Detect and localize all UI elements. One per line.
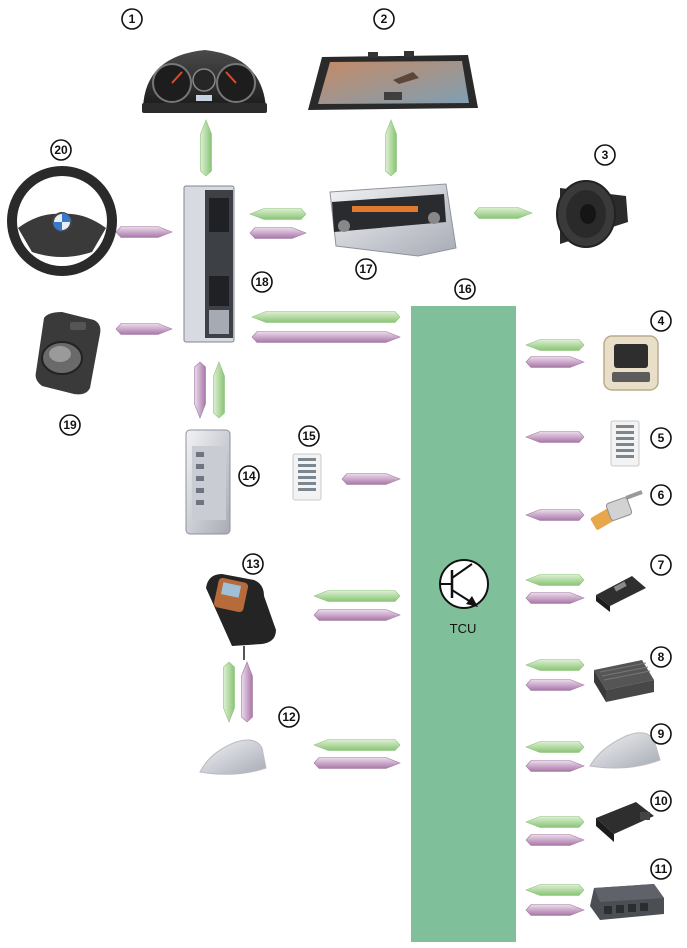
arrow-head-unit-to-radio (249, 227, 307, 239)
arrow-9-to-tcu (525, 741, 585, 753)
arrow-head-unit-to-tcu (251, 331, 401, 343)
component-number: 19 (63, 418, 77, 432)
component-number: 15 (302, 429, 316, 443)
component-number: 18 (255, 275, 269, 289)
arrow-tcu-to-7 (525, 592, 585, 604)
component-number: 2 (381, 12, 388, 26)
transistor-icon (439, 559, 489, 609)
component-badge-5: 5 (650, 427, 672, 449)
roof-microphone-icon (603, 335, 659, 391)
component-number: 14 (242, 469, 256, 483)
component-number: 7 (658, 558, 665, 572)
arrow-strip-to-tcu (341, 473, 401, 485)
component-badge-16: 16 (454, 278, 476, 300)
component-badge-14: 14 (238, 465, 260, 487)
control-unit-icon (594, 660, 654, 702)
component-badge-8: 8 (650, 646, 672, 668)
component-badge-11: 11 (650, 858, 672, 880)
arrow-tcu-to-11 (525, 904, 585, 916)
arrow-tcu-to-8 (525, 679, 585, 691)
arrow-11-to-tcu (525, 884, 585, 896)
component-badge-18: 18 (251, 271, 273, 293)
arrow-10-to-tcu (525, 816, 585, 828)
component-badge-9: 9 (650, 723, 672, 745)
arrow-steering-wheel-to-head-unit (115, 226, 173, 238)
loudspeaker-icon (556, 180, 628, 248)
signal-arrows (115, 119, 585, 916)
component-badge-15: 15 (298, 425, 320, 447)
body-module-icon (590, 884, 664, 920)
component-badge-17: 17 (355, 258, 377, 280)
component-number: 12 (282, 710, 296, 724)
arrow-8-to-tcu (525, 659, 585, 671)
shark-fin-antenna-icon (199, 739, 267, 775)
arrow-5-to-tcu (525, 431, 585, 443)
arrow-cradle-to-tcu (313, 609, 401, 621)
component-number: 11 (655, 862, 668, 876)
arrow-tcu-to-4 (525, 356, 585, 368)
control-panel-strip-icon (292, 453, 322, 501)
arrow-tcu-to-9 (525, 760, 585, 772)
component-badge-19: 19 (59, 414, 81, 436)
arrow-tcu-to-10 (525, 834, 585, 846)
arrow-tcu-to-cradle (313, 590, 401, 602)
component-badge-6: 6 (650, 484, 672, 506)
component-badge-12: 12 (278, 706, 300, 728)
component-badge-13: 13 (242, 553, 264, 575)
component-number: 4 (658, 314, 665, 328)
steering-wheel-icon (7, 166, 117, 276)
arrow-tcu-to-antenna (313, 739, 401, 751)
component-number: 10 (654, 794, 668, 808)
component-badge-4: 4 (650, 310, 672, 332)
component-number: 3 (602, 148, 609, 162)
component-number: 5 (658, 431, 665, 445)
usb-socket-icon (596, 576, 646, 612)
arrow-idrive-to-head-unit (115, 323, 173, 335)
central-display-icon (308, 51, 478, 110)
component-number: 8 (658, 650, 665, 664)
component-badge-7: 7 (650, 554, 672, 576)
connector-icon (590, 490, 643, 530)
arrow-to-central-display (385, 119, 397, 177)
component-number: 9 (658, 727, 665, 741)
control-module-icon (185, 429, 231, 535)
arrow-4-to-tcu (525, 339, 585, 351)
arrow-radio-to-speaker (473, 207, 533, 219)
component-number: 20 (54, 143, 68, 157)
arrow-antenna-to-cradle (241, 661, 253, 723)
idrive-controller-icon (35, 312, 101, 395)
component-number: 6 (658, 488, 665, 502)
component-number: 16 (458, 282, 472, 296)
component-number: 1 (129, 12, 136, 26)
arrow-tcu-to-head-unit (251, 311, 401, 323)
instrument-cluster-icon (142, 50, 267, 113)
arrow-antenna-to-tcu (313, 757, 401, 769)
arrow-6-to-tcu (525, 509, 585, 521)
arrow-cradle-to-antenna (223, 661, 235, 723)
arrow-to-instrument-cluster (200, 119, 212, 177)
head-unit-computer-icon (183, 185, 235, 343)
component-number: 13 (246, 557, 260, 571)
small-module-icon (596, 802, 654, 842)
component-number: 17 (359, 262, 373, 276)
phone-cradle-icon (206, 574, 276, 660)
tcu-label: TCU (450, 621, 477, 636)
arrow-radio-to-head-unit (249, 208, 307, 220)
component-badge-10: 10 (650, 790, 672, 812)
component-badge-2: 2 (373, 8, 395, 30)
control-panel-strip-icon (610, 420, 640, 467)
arrow-module-to-head-unit (213, 361, 225, 419)
component-badge-20: 20 (50, 139, 72, 161)
arrow-7-to-tcu (525, 574, 585, 586)
component-badge-3: 3 (594, 144, 616, 166)
component-badge-1: 1 (121, 8, 143, 30)
arrow-head-unit-to-module (194, 361, 206, 419)
tcu-bus (411, 306, 516, 942)
shark-fin-antenna-icon (589, 732, 661, 769)
head-unit-icon (329, 183, 457, 257)
